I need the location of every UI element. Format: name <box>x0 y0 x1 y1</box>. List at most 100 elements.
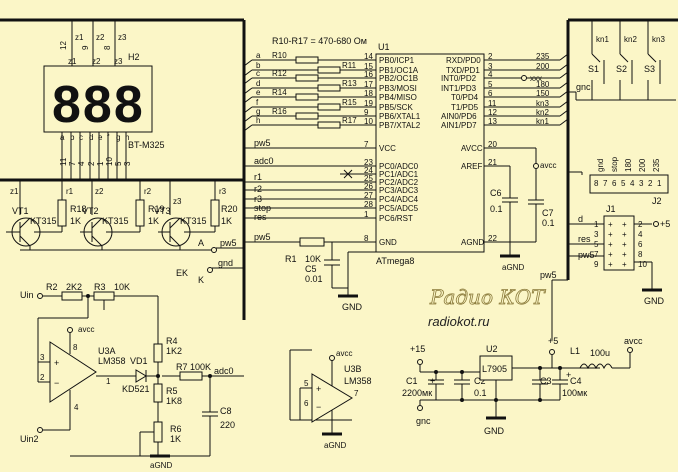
pb-resistor <box>317 66 341 74</box>
j1-contact: + <box>608 260 613 269</box>
mcu-left-pins: PB0/ICP114PB1/OC1A15PB2/OC1B16PB3/MOSI17… <box>364 52 421 247</box>
mcu-left-pin-num: 24 <box>364 166 373 175</box>
c8-val: 220 <box>220 420 235 430</box>
j1-pin-right: 10 <box>638 260 647 269</box>
c4-ref: C4 <box>570 376 582 386</box>
seg-g: g <box>116 133 120 142</box>
vt1-r: r1 <box>66 187 74 196</box>
net-label-left: g <box>256 107 260 116</box>
psu-pw5: pw5 <box>540 270 557 280</box>
j1-lbl-res: res <box>578 234 591 244</box>
u3b-pin-7: 7 <box>354 389 359 398</box>
vt3-r: r3 <box>219 187 227 196</box>
net-pw5-vcc: pw5 <box>254 138 271 148</box>
j2-pin: 3 <box>639 179 644 188</box>
mcu-right-pin-num: 12 <box>488 108 497 117</box>
c5-ref: C5 <box>305 264 317 274</box>
pb-resistor <box>295 74 319 82</box>
j1-pin-right: 6 <box>638 240 643 249</box>
mcu-left-pin-name: PC1/ADC1 <box>379 170 419 179</box>
mcu-left-pin-num: 10 <box>364 117 373 126</box>
vt1-z: z1 <box>10 187 19 196</box>
pin-ek: EK <box>176 268 188 278</box>
c2-val: 0.1 <box>474 388 487 398</box>
r2-body <box>61 291 83 301</box>
disp-bot-pin-3: 4 <box>77 161 86 166</box>
c1-ref: C1 <box>406 376 418 386</box>
seg-c: c <box>79 133 83 142</box>
j1-lbl-d: d <box>578 214 583 224</box>
mcu-left-pin-name: PC3/ADC3 <box>379 186 419 195</box>
psu-avcc: avcc <box>624 336 643 346</box>
disp-bot-pin-1: 11 <box>59 157 68 166</box>
u3b-ref: U3B <box>344 364 362 374</box>
disp-z3-inner: z3 <box>114 57 123 66</box>
mcu-left-pin-name: PC2/ADC2 <box>379 178 419 187</box>
agnd-adc: aGND <box>502 263 524 272</box>
pb-resistor-ref: R15 <box>342 98 357 107</box>
c6-ref: C6 <box>490 188 502 198</box>
mcu-left-pin-num: 26 <box>364 182 373 191</box>
vt3-res: R20 <box>221 204 238 214</box>
pb-resistor <box>317 103 341 111</box>
display-part: BT-M325 <box>128 140 165 150</box>
mcu-right-pin-name: AVCC <box>461 144 483 153</box>
pb-resistor-ref: R14 <box>272 88 287 97</box>
vd1-body <box>135 369 147 383</box>
mcu-right-pin-num: 22 <box>488 234 497 243</box>
mcu-left-pin-name: PB1/OC1A <box>379 66 419 75</box>
mcu-right-pin-num: 3 <box>488 62 493 71</box>
display-ref: H2 <box>128 52 140 62</box>
mcu-right-pin-num: 6 <box>488 89 493 98</box>
pb-resistor-ref: R13 <box>342 79 357 88</box>
reset-network: pw5 R1 10K C5 0.01 GND <box>244 232 376 312</box>
uin2-label: Uin2 <box>20 434 39 444</box>
mcu-left-pin-name: PB6/XTAL1 <box>379 112 421 121</box>
r6-ref: R6 <box>170 424 182 434</box>
j1-pin-right: 8 <box>638 250 643 259</box>
j1-pin-right: 4 <box>638 230 643 239</box>
mcu-left-pin-num: 19 <box>364 99 373 108</box>
power-supply: +15 + C1 2200мк gnc C2 0.1 U2 L7905 C3 <box>402 270 643 436</box>
net-r1: r1 <box>254 172 262 182</box>
power-input: A pw5 EK K gnd <box>176 238 244 285</box>
net-label-left: f <box>256 98 259 107</box>
u3b-pin-6: 6 <box>304 399 309 408</box>
disp-bot-pin-8: 3 <box>123 161 132 166</box>
connector-j1: J1 d res pw5 1+3+5+7+9+2+4+6+8+10+ +5 GN… <box>568 204 670 306</box>
net-label-left: c <box>256 69 260 78</box>
j1-lbl-pw5: pw5 <box>578 250 595 260</box>
r2-val: 2K2 <box>66 282 82 292</box>
mcu-left-pin-num: 23 <box>364 158 373 167</box>
mcu-right-pin-name: INT1/PD3 <box>441 84 477 93</box>
u2-ref: U2 <box>486 344 498 354</box>
display-h2: H2 BT-M325 888 12 9 8 z1 z2 z3 z1 z2 z3 … <box>43 20 165 180</box>
net-r2: r2 <box>254 184 262 194</box>
u3b-plus: + <box>316 384 321 394</box>
mcu-right-pin-num: 5 <box>488 80 493 89</box>
j2-pin: 2 <box>648 179 653 188</box>
mcu-right-pin-name: T1/PD5 <box>451 103 479 112</box>
net-pw5-a: pw5 <box>220 238 237 248</box>
psu-plus5: +5 <box>548 336 558 346</box>
j1-body <box>603 215 635 271</box>
c4-plus: + <box>566 370 571 380</box>
opamp-section: Uin R2 2K2 R3 10K + − 3 2 avcc 8 U3A LM3… <box>20 282 244 470</box>
vt3-val: 1K <box>221 216 232 226</box>
j2-pin: 6 <box>612 179 617 188</box>
avcc-adc: avcc <box>540 161 556 170</box>
mcu-left-pin-name: PC0/ADC0 <box>379 162 419 171</box>
r6-body <box>153 421 163 443</box>
pb-resistor-ref: R12 <box>272 69 287 78</box>
vd1-part: KD521 <box>122 384 150 394</box>
mcu-left-pin-num: 18 <box>364 89 373 98</box>
pb-resistor-ref: R11 <box>342 61 357 70</box>
j1-contact: + <box>608 240 613 249</box>
disp-bot-pin-2: 7 <box>68 161 77 166</box>
mcu-left-pin-num: 1 <box>364 210 369 219</box>
mcu-right-pin-name: AIN1/PD7 <box>441 121 477 130</box>
mcu-left-pin-name: PB2/OC1B <box>379 74 418 83</box>
net-label-left: b <box>256 61 261 70</box>
